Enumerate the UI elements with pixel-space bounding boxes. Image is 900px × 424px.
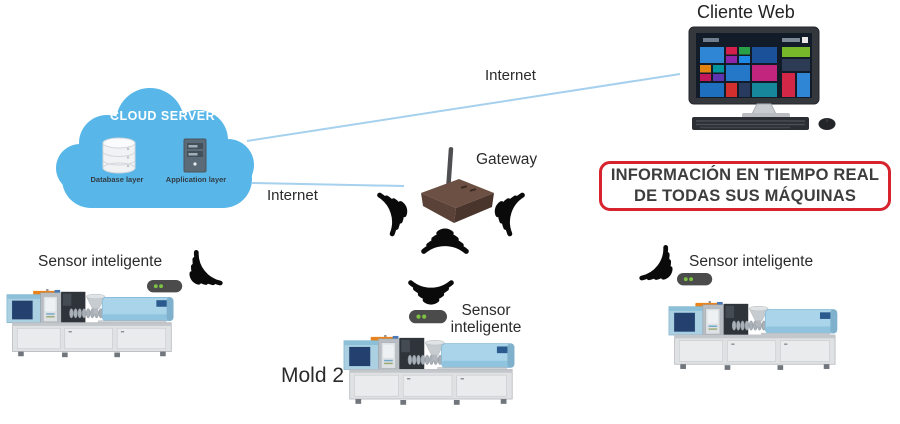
internet-label-bottom: Internet bbox=[267, 187, 318, 204]
cloud-server-title: CLOUD SERVER bbox=[110, 109, 216, 123]
wifi-icon-gateway-left bbox=[380, 189, 411, 234]
wifi-icon-sensor-middle bbox=[411, 283, 452, 302]
all-in-one-desktop-icon bbox=[688, 26, 836, 130]
wifi-icon-gateway-right bbox=[491, 189, 522, 234]
database-cylinder-icon bbox=[102, 137, 136, 174]
wifi-icon-sensor-left bbox=[182, 252, 221, 294]
realtime-info-box: INFORMACIÓN EN TIEMPO REAL DE TODAS SUS … bbox=[599, 161, 891, 211]
database-layer-label: Database layer bbox=[90, 175, 144, 184]
gateway-label: Gateway bbox=[476, 151, 538, 168]
sensor-label-middle: Sensor inteligente bbox=[448, 302, 524, 336]
cloud-shape bbox=[56, 88, 254, 208]
client-web-title: Cliente Web bbox=[697, 2, 795, 22]
injection-molding-machine-right bbox=[668, 300, 838, 371]
smart-sensor-right bbox=[677, 273, 713, 286]
smart-sensor-middle bbox=[409, 310, 447, 324]
info-box-line1: INFORMACIÓN EN TIEMPO REAL bbox=[610, 166, 880, 185]
injection-molding-machine-middle bbox=[343, 334, 515, 406]
connection-line-internet-top bbox=[246, 73, 681, 142]
keyboard-icon bbox=[692, 117, 809, 130]
wifi-icon-gateway-down bbox=[424, 231, 466, 251]
mouse-icon bbox=[818, 118, 836, 130]
connection-line-internet-bottom bbox=[251, 182, 405, 187]
sensor-label-left: Sensor inteligente bbox=[38, 253, 163, 270]
connection-lines bbox=[246, 73, 681, 187]
application-server-icon bbox=[183, 138, 207, 173]
application-layer-label: Application layer bbox=[165, 175, 227, 184]
sensor-label-middle-line1: Sensor bbox=[461, 302, 511, 319]
smart-sensor-left bbox=[147, 280, 183, 293]
screen-tiles bbox=[700, 37, 810, 97]
internet-label-top: Internet bbox=[485, 67, 536, 84]
info-box-line2: DE TODAS SUS MÁQUINAS bbox=[633, 187, 857, 205]
injection-molding-machine-left bbox=[6, 288, 174, 358]
sensor-label-middle-line2: inteligente bbox=[450, 319, 522, 337]
wireless-gateway-box-icon bbox=[421, 147, 494, 223]
sensor-label-right: Sensor inteligente bbox=[689, 253, 814, 270]
wifi-icon-sensor-right bbox=[642, 247, 681, 289]
mold2-label: Mold 2 bbox=[281, 364, 345, 387]
